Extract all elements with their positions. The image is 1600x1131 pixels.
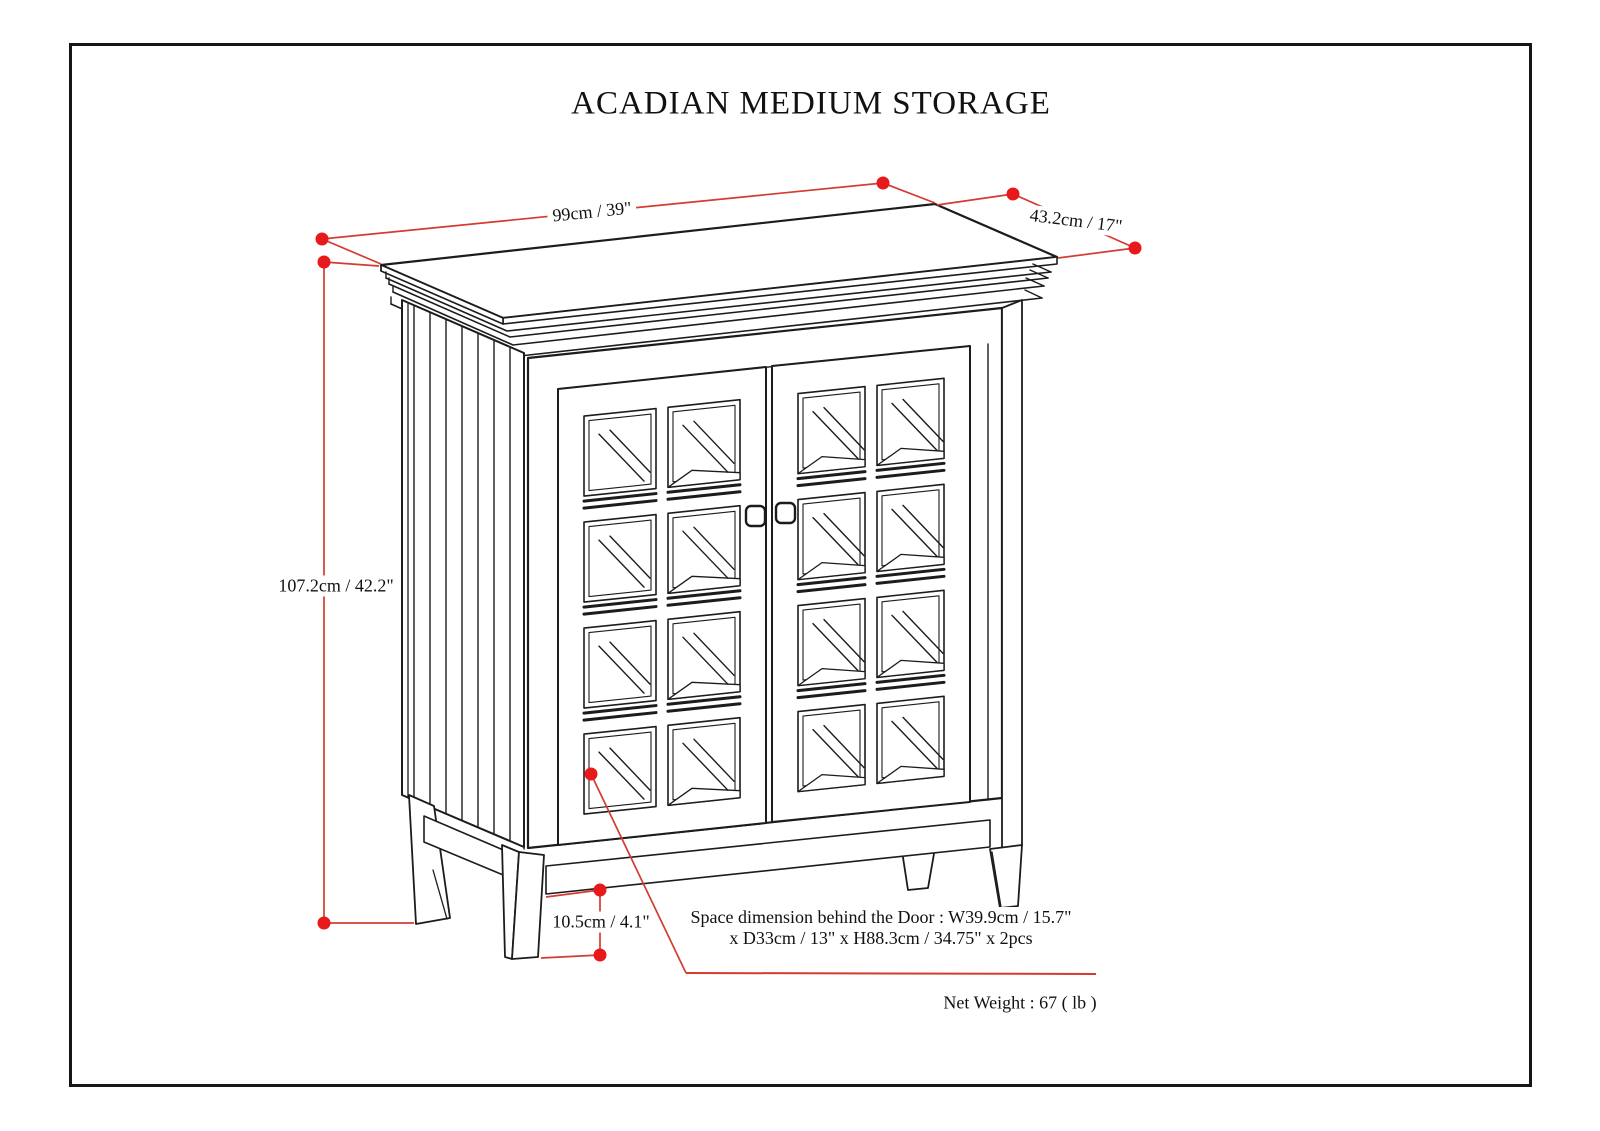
interior-space-note-line2: x D33cm / 13" x H88.3cm / 34.75" x 2pcs [729, 928, 1033, 948]
leg-height-dimension-label: 10.5cm / 4.1" [547, 911, 655, 933]
front-left-leg-front [511, 851, 545, 960]
interior-space-note: Space dimension behind the Door : W39.9c… [685, 907, 1077, 949]
interior-space-note-line1: Space dimension behind the Door : W39.9c… [690, 907, 1072, 927]
front-right-leg [989, 844, 1023, 909]
page-border [69, 43, 1532, 1087]
cabinet-right-return [1001, 299, 1023, 849]
cabinet-top-slab [379, 202, 1059, 358]
page-title: ACADIAN MEDIUM STORAGE [571, 85, 1051, 122]
cabinet-base [408, 794, 1023, 960]
height-dimension-label: 107.2cm / 42.2" [273, 575, 399, 597]
right-door-knob [774, 501, 797, 525]
left-door-knob [744, 504, 767, 528]
cabinet-glass-doors [557, 345, 971, 846]
interior-space-leader [590, 773, 687, 974]
shelf-edges-behind-glass [582, 461, 946, 722]
glass-reflection-marks [598, 398, 944, 800]
cabinet-left-side-panel [401, 299, 525, 848]
back-left-leg [408, 794, 451, 925]
net-weight-label: Net Weight : 67 ( lb ) [938, 992, 1102, 1014]
shelf-surfaces-behind-glass [667, 447, 945, 806]
front-apron [545, 819, 991, 895]
